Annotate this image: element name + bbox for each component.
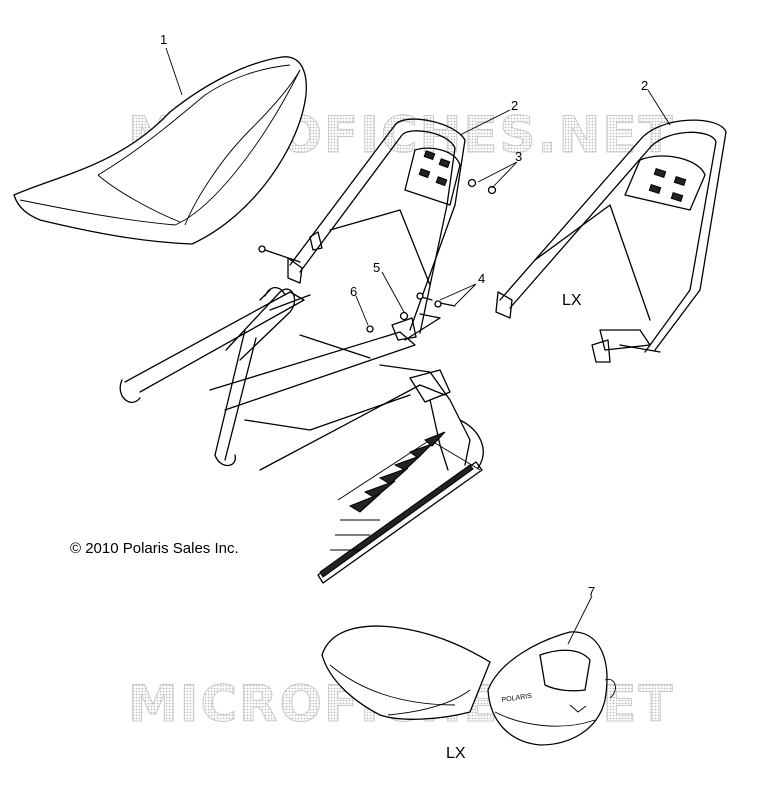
callout-7: 7 [588,584,595,599]
callout-5: 5 [373,260,380,275]
rear-rack-part [287,118,466,341]
seat-part [13,56,307,245]
callout-3: 3 [515,149,522,164]
callout-4: 4 [478,271,485,286]
bag-logo: POLARIS [501,693,532,704]
callout-6: 6 [350,284,357,299]
callout-2-lx: 2 [641,78,648,93]
seat-lx-part [321,625,491,720]
rear-rack-lx-part [495,119,727,363]
lx-label-rack: LX [562,292,582,309]
callout-2-center: 2 [511,98,518,113]
chassis-frame [119,286,484,471]
storage-bag-part: POLARIS [487,631,616,746]
lx-label-bottom: LX [446,745,466,762]
copyright-text: © 2010 Polaris Sales Inc. [70,540,239,557]
hardware-parts [258,178,497,333]
leader-lines [165,47,671,645]
callout-1: 1 [160,32,167,47]
running-board [317,431,483,584]
